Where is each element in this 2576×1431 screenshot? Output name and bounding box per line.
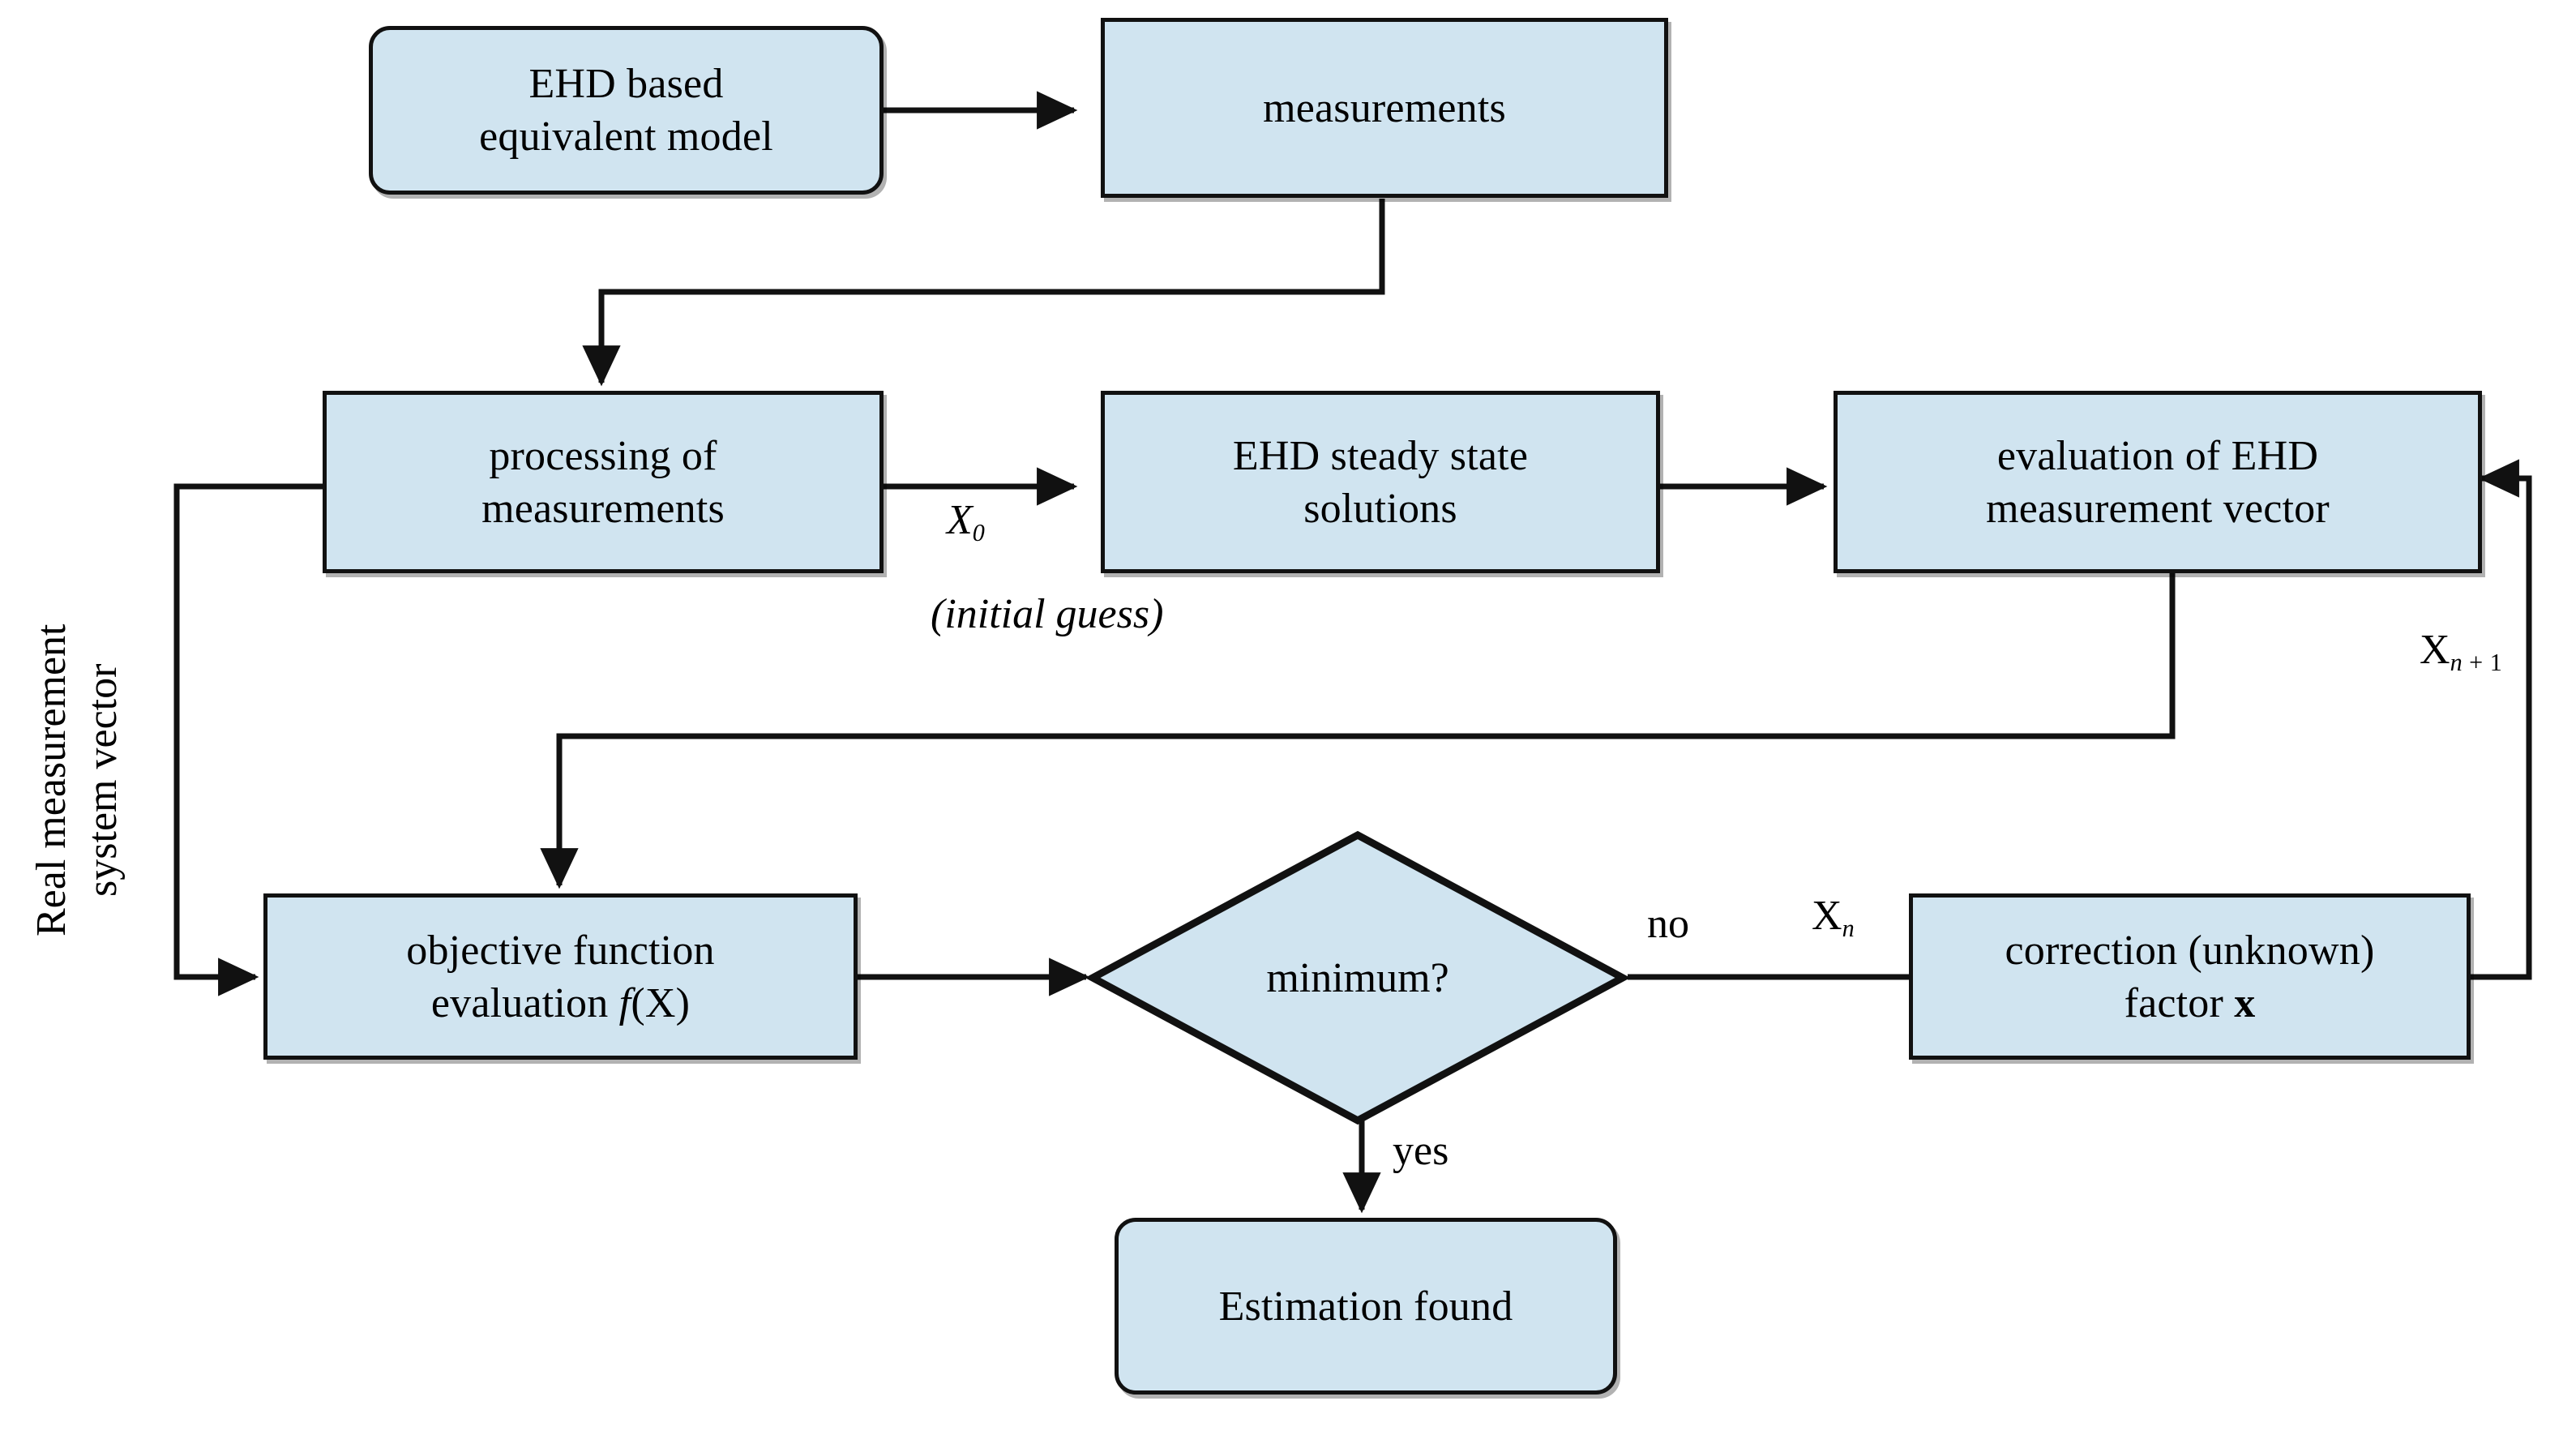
side-label-line1: Real measurement [28, 623, 75, 936]
edge-label-xn1-sub-n: n [2450, 649, 2463, 677]
diamond-shape [1086, 830, 1629, 1125]
edge-label-no: no [1647, 901, 1689, 947]
edge-measurements-to-processing [582, 199, 1385, 387]
edge-label-initial-guess: (initial guess) [931, 591, 1164, 637]
edge-label-xn1-base: X [2420, 627, 2450, 673]
node-measurements-line1: measurements [1263, 84, 1506, 131]
edge-label-yes: yes [1393, 1128, 1449, 1174]
node-correction-line2-pre: factor [2124, 979, 2235, 1026]
node-evaluation-of-ehd-measurement-vector[interactable]: evaluation of EHD measurement vector [1834, 391, 2482, 573]
node-measurements[interactable]: measurements [1101, 18, 1668, 198]
node-evaluation-line2: measurement vector [1986, 485, 2330, 532]
edge-label-x0-sub: 0 [972, 519, 986, 547]
node-estimation-found[interactable]: Estimation found [1115, 1218, 1617, 1395]
edge-label-x0-base: X [947, 497, 973, 543]
edge-label-xn-plus-1: Xn + 1 [2420, 626, 2502, 677]
node-objective-line2-pre: evaluation [430, 979, 619, 1026]
node-steady-state-line1: EHD steady state [1232, 432, 1529, 479]
node-objective-line1: objective function [406, 927, 715, 974]
node-correction-line2-x: x [2234, 979, 2256, 1026]
node-objective-line2: evaluation f(X) [431, 977, 690, 1030]
node-ehd-model-line1: EHD based [528, 61, 724, 107]
node-ehd-steady-state-solutions[interactable]: EHD steady state solutions [1101, 391, 1660, 573]
node-correction-line1: correction (unknown) [2005, 927, 2375, 974]
node-ehd-model-line2: equivalent model [479, 114, 773, 160]
edge-label-xn-base: X [1812, 893, 1842, 939]
node-processing-line2: measurements [481, 485, 725, 532]
node-objective-line2-f: f [618, 979, 631, 1026]
node-estimation-found-line1: Estimation found [1218, 1283, 1513, 1330]
node-steady-state-line2: solutions [1303, 485, 1457, 532]
edge-label-xn-sub: n [1842, 915, 1855, 943]
edge-label-xn1-sub-1: 1 [2489, 649, 2503, 677]
edge-label-x0: X0 [947, 496, 985, 547]
node-correction-unknown-factor[interactable]: correction (unknown) factor x [1909, 893, 2471, 1060]
node-objective-function-evaluation[interactable]: objective function evaluation f(X) [263, 893, 858, 1060]
edge-label-xn1-sub: n + 1 [2450, 649, 2503, 676]
node-minimum-label: minimum? [1266, 954, 1449, 1001]
node-processing-line1: processing of [489, 432, 717, 479]
node-ehd-based-equivalent-model[interactable]: EHD based equivalent model [369, 26, 884, 195]
node-processing-of-measurements[interactable]: processing of measurements [323, 391, 884, 573]
node-evaluation-line1: evaluation of EHD [1996, 432, 2319, 479]
edge-label-xn: Xn [1812, 892, 1855, 943]
node-correction-line2: factor x [2125, 977, 2256, 1030]
edge-label-xn1-sub-op: + [2463, 649, 2490, 677]
node-objective-line2-post: (X) [631, 979, 691, 1026]
side-label-real-measurement-system-vector: Real measurement system vector [26, 623, 129, 936]
side-label-line2: system vector [79, 663, 126, 897]
node-minimum-decision[interactable]: minimum? [1086, 829, 1629, 1127]
